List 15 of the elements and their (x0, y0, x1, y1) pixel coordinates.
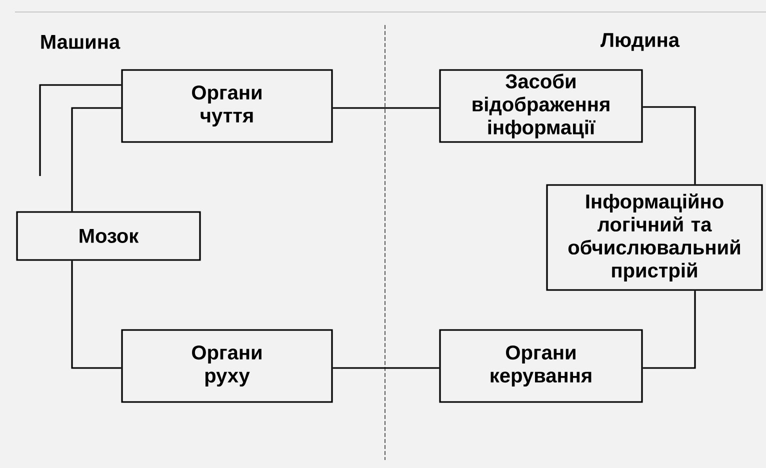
column-heading: Людина (600, 33, 680, 51)
process-box: Органи керування (439, 329, 643, 403)
connector-line (71, 107, 122, 212)
connector-line (39, 84, 122, 176)
process-box: Органи руху (121, 329, 333, 403)
connector-line (332, 107, 440, 109)
process-box: Мозок (16, 211, 201, 261)
connector-line (642, 106, 696, 184)
process-box: Органи чуття (121, 69, 333, 143)
column-heading: Машина (41, 35, 120, 49)
connector-line (642, 290, 696, 369)
process-box: Засоби відображення інформації (439, 69, 643, 143)
connector-line (71, 260, 122, 369)
connector-line (332, 367, 440, 369)
process-box: Інформаційно логічний та обчислювальний пристрій (546, 184, 763, 291)
